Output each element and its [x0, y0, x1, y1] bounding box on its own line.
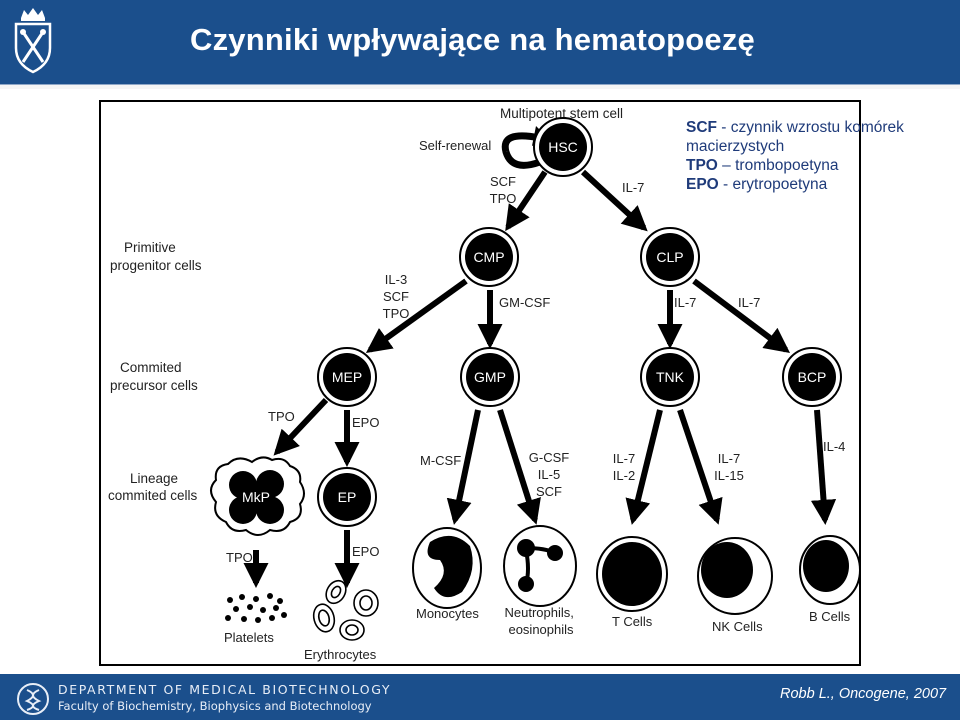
- footer-faculty: Faculty of Biochemistry, Biophysics and …: [58, 699, 372, 713]
- label-platelets: Platelets: [224, 630, 274, 645]
- legend: SCF - czynnik wzrostu komórek macierzyst…: [686, 118, 904, 194]
- stem-cell-title: Multipotent stem cell: [500, 106, 623, 121]
- svg-text:IL-4: IL-4: [823, 439, 845, 454]
- legend-line-tpo: TPO – trombopoetyna: [686, 157, 839, 174]
- cell-clp: CLP: [640, 227, 700, 287]
- svg-text:IL-7: IL-7: [738, 295, 760, 310]
- slide-title: Czynniki wpływające na hematopoezę: [190, 22, 755, 57]
- svg-text:IL-7IL-2: IL-7IL-2: [613, 451, 635, 483]
- svg-text:MkP: MkP: [242, 489, 270, 505]
- svg-text:EPO: EPO: [352, 415, 379, 430]
- svg-text:EPO: EPO: [352, 544, 379, 559]
- svg-text:MEP: MEP: [332, 369, 362, 385]
- row-label-primitive: Primitive progenitor cells: [110, 240, 202, 273]
- self-renewal-arrow: [501, 132, 542, 169]
- svg-text:BCP: BCP: [798, 369, 827, 385]
- header-divider: [0, 84, 960, 89]
- svg-text:M-CSF: M-CSF: [420, 453, 461, 468]
- svg-text:HSC: HSC: [548, 139, 578, 155]
- cell-bcp: BCP: [782, 347, 842, 407]
- cell-neutrophil: [503, 525, 577, 607]
- svg-text:EP: EP: [338, 489, 357, 505]
- label-neutrophils: Neutrophils, eosinophils: [505, 605, 578, 637]
- legend-line-scf: SCF - czynnik wzrostu komórek: [686, 119, 904, 136]
- cell-cmp: CMP: [459, 227, 519, 287]
- university-crest-icon: [14, 8, 52, 74]
- row-label-commited: Commited precursor cells: [110, 360, 198, 393]
- cell-monocyte: [412, 527, 482, 609]
- svg-text:GMP: GMP: [474, 369, 506, 385]
- cell-b: [799, 535, 861, 605]
- header-bar: [0, 0, 960, 84]
- label-monocytes: Monocytes: [416, 606, 479, 621]
- legend-line-epo: EPO - erytropoetyna: [686, 176, 828, 193]
- cell-gmp: GMP: [460, 347, 520, 407]
- svg-text:TPO: TPO: [268, 409, 295, 424]
- platelets-dots: [225, 593, 287, 623]
- svg-text:CMP: CMP: [473, 249, 504, 265]
- label-tcells: T Cells: [612, 614, 653, 629]
- footer-department: DEPARTMENT OF MEDICAL BIOTECHNOLOGY: [58, 682, 392, 697]
- legend-line-scf-cont: macierzystych: [686, 138, 785, 155]
- footer-bar: [0, 674, 960, 720]
- arrows: [243, 169, 837, 589]
- label-bcells: B Cells: [809, 609, 851, 624]
- cell-t: [596, 536, 668, 612]
- svg-text:TNK: TNK: [656, 369, 685, 385]
- biotech-logo-icon: [17, 683, 49, 715]
- cell-nk: [697, 537, 773, 615]
- row-label-lineage: Lineage commited cells: [108, 471, 198, 503]
- svg-text:CLP: CLP: [656, 249, 683, 265]
- svg-text:GM-CSF: GM-CSF: [499, 295, 550, 310]
- footer-citation: Robb L., Oncogene, 2007: [780, 686, 947, 702]
- svg-text:IL-7: IL-7: [622, 180, 644, 195]
- label-nkcells: NK Cells: [712, 619, 763, 634]
- cell-hsc: HSC: [533, 117, 593, 177]
- cell-mep: MEP: [317, 347, 377, 407]
- self-renewal-label: Self-renewal: [419, 138, 491, 153]
- cell-tnk: TNK: [640, 347, 700, 407]
- svg-text:IL-7: IL-7: [674, 295, 696, 310]
- svg-text:IL-7IL-15: IL-7IL-15: [714, 451, 744, 483]
- erythrocytes-cells: [312, 579, 379, 641]
- svg-text:TPO: TPO: [226, 550, 253, 565]
- cell-ep: EP: [317, 467, 377, 527]
- cell-mkp: MkP: [210, 456, 305, 536]
- label-erythrocytes: Erythrocytes: [304, 647, 377, 662]
